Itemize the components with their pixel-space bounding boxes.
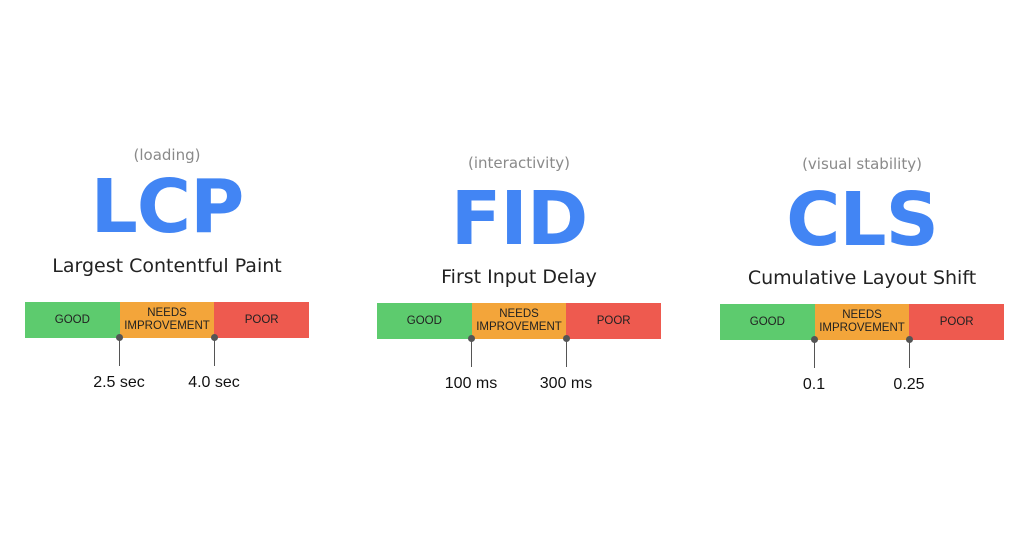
threshold-bar: GOOD NEEDS IMPROVEMENT POOR [377, 303, 662, 339]
metric-abbreviation: FID [450, 176, 589, 262]
threshold-tick-poor [214, 338, 215, 366]
threshold-marker-poor [563, 335, 570, 342]
segment-poor: POOR [909, 304, 1005, 340]
threshold-bar: GOOD NEEDS IMPROVEMENT POOR [25, 302, 310, 338]
threshold-tick-poor [909, 340, 910, 368]
metric-category: (interactivity) [468, 154, 570, 172]
threshold-label-poor: 4.0 sec [188, 374, 240, 391]
threshold-label-good: 100 ms [444, 375, 498, 392]
segment-good: GOOD [720, 304, 815, 340]
segment-poor: POOR [214, 302, 310, 338]
threshold-tick-good [814, 340, 815, 368]
metric-category: (loading) [133, 146, 201, 164]
segment-poor: POOR [566, 303, 662, 339]
segment-needs-improvement: NEEDS IMPROVEMENT [119, 302, 215, 338]
threshold-marker-good [468, 335, 475, 342]
threshold-tick-good [119, 338, 120, 366]
segment-good: GOOD [25, 302, 120, 338]
threshold-marker-poor [906, 336, 913, 343]
threshold-label-poor: 300 ms [539, 375, 593, 392]
segment-needs-improvement: NEEDS IMPROVEMENT [471, 303, 567, 339]
segment-needs-improvement: NEEDS IMPROVEMENT [814, 304, 910, 340]
threshold-bar: GOOD NEEDS IMPROVEMENT POOR [720, 304, 1005, 340]
threshold-tick-poor [566, 339, 567, 367]
threshold-tick-good [471, 339, 472, 367]
threshold-label-poor: 0.25 [893, 376, 925, 393]
threshold-marker-poor [211, 334, 218, 341]
threshold-marker-good [811, 336, 818, 343]
metric-abbreviation: LCP [90, 164, 245, 250]
metric-full-name: Cumulative Layout Shift [747, 267, 977, 289]
segment-good: GOOD [377, 303, 472, 339]
metric-full-name: Largest Contentful Paint [52, 255, 282, 277]
metric-category: (visual stability) [802, 155, 922, 173]
threshold-label-good: 2.5 sec [93, 374, 145, 391]
threshold-marker-good [116, 334, 123, 341]
metric-full-name: First Input Delay [441, 266, 597, 288]
metric-abbreviation: CLS [786, 177, 939, 263]
threshold-label-good: 0.1 [802, 376, 826, 393]
